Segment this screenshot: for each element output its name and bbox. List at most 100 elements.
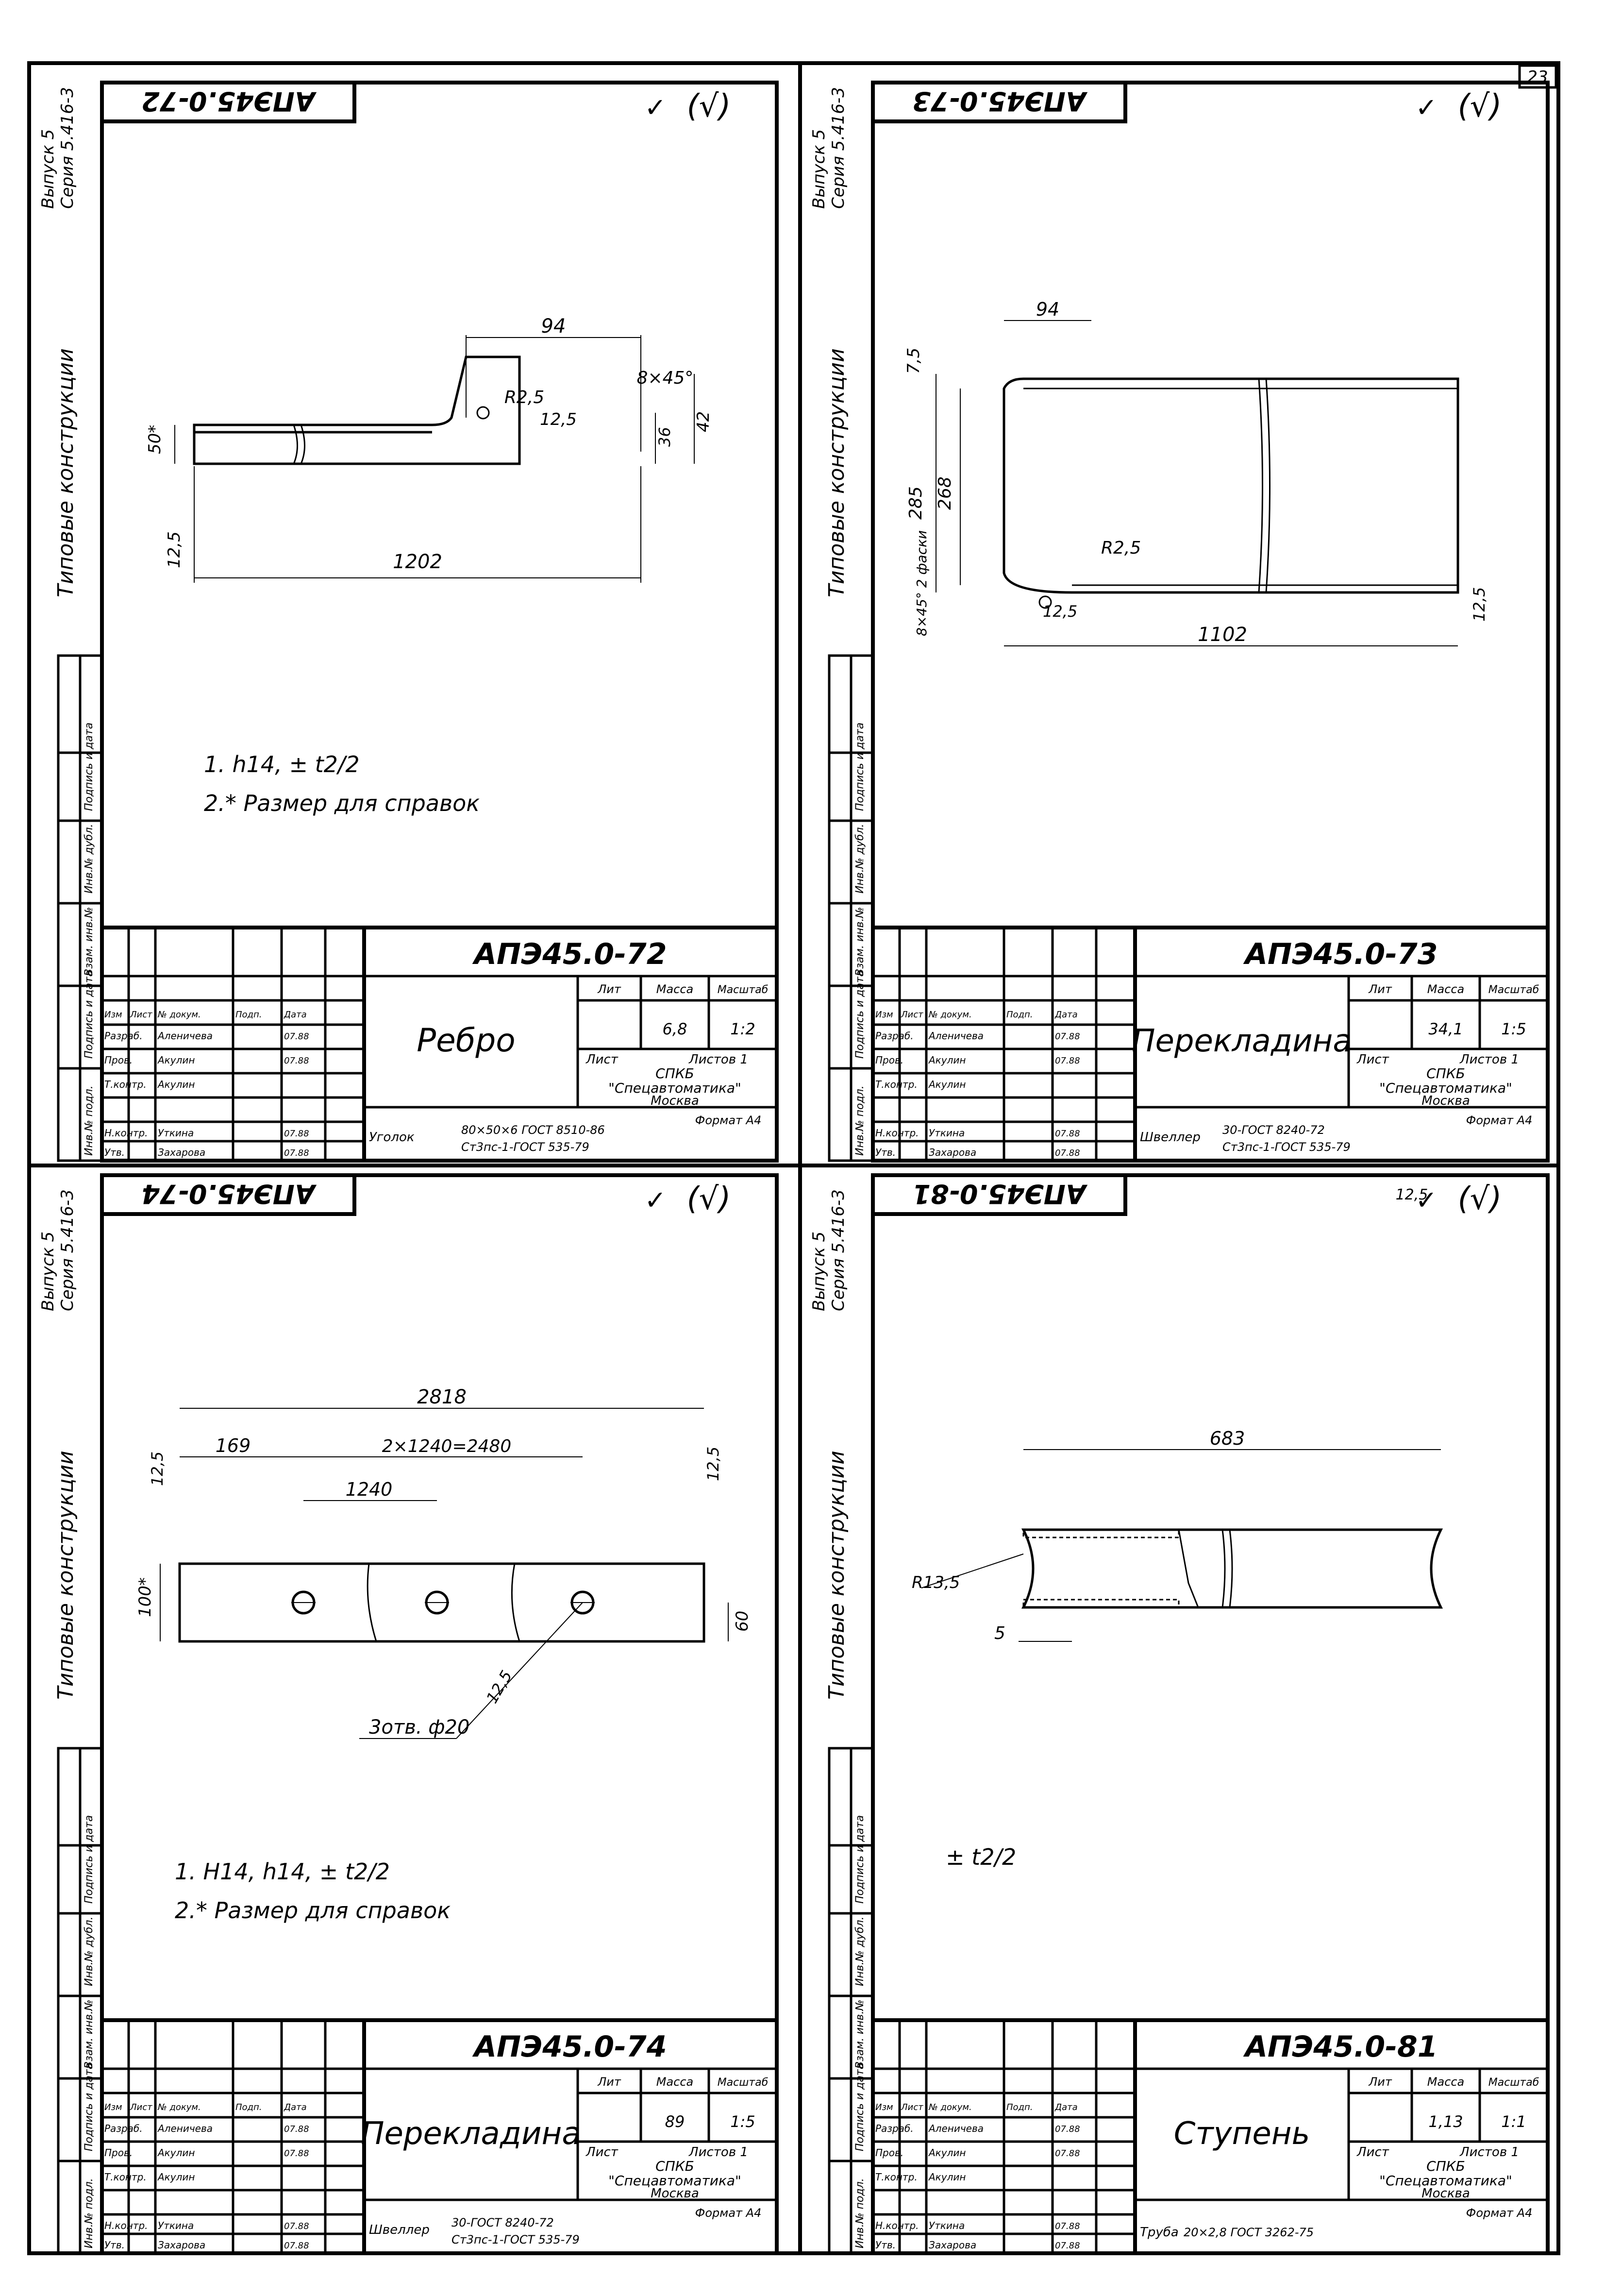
svg-text:12,5: 12,5 [540, 410, 577, 429]
svg-text:94: 94 [1036, 299, 1059, 320]
svg-text:2818: 2818 [417, 1386, 467, 1408]
svg-text:Т.контр.: Т.контр. [875, 2171, 918, 2183]
svg-text:R13,5: R13,5 [912, 1573, 960, 1592]
svg-text:Изм: Изм [875, 1010, 893, 1020]
part-name: Ребро [417, 1022, 515, 1059]
svg-text:Масштаб: Масштаб [1488, 984, 1539, 996]
svg-text:07.88: 07.88 [1055, 1056, 1080, 1066]
svg-text:07.88: 07.88 [284, 1148, 309, 1158]
svg-text:СПКБ: СПКБ [655, 1065, 694, 1081]
part-drawing: 94 7,5 285 268 R2,5 12,5 8×45° 2 фаски 1… [904, 299, 1488, 646]
svg-text:Масса: Масса [656, 982, 694, 996]
part-name: Ступень [1174, 2116, 1310, 2152]
svg-text:Формат А4: Формат А4 [1466, 2206, 1533, 2220]
svg-text:12,5: 12,5 [704, 1447, 722, 1481]
svg-text:СПКБ: СПКБ [1426, 1065, 1465, 1081]
svg-text:Разраб.: Разраб. [104, 2123, 143, 2134]
mirrored-designation: АПЭ45.0-73 [912, 86, 1087, 117]
svg-text:169: 169 [216, 1435, 251, 1456]
svg-text:Уткина: Уткина [929, 2220, 965, 2231]
svg-text:"Спецавтоматика": "Спецавтоматика" [1379, 2173, 1512, 2189]
svg-text:07.88: 07.88 [284, 1031, 309, 1042]
svg-text:№ докум.: № докум. [157, 2102, 201, 2112]
side-issue: Выпуск 5 [809, 1232, 829, 1311]
svg-text:07.88: 07.88 [284, 2241, 309, 2251]
left-margin-boxes [57, 1747, 103, 2255]
material-prefix: Труба [1140, 2225, 1179, 2240]
svg-text:Инв.№ дубл.: Инв.№ дубл. [83, 824, 95, 894]
svg-text:Масса: Масса [1427, 2075, 1465, 2089]
sheet-apz45-74: АПЭ45.0-74 (√) ✓ Серия 5.416-3 Выпуск 5 … [38, 1173, 779, 2255]
sheet-inner-frame [100, 1173, 779, 2255]
sheet-inner-frame [871, 1173, 1550, 2255]
svg-text:Формат А4: Формат А4 [695, 1114, 762, 1127]
svg-text:Т.контр.: Т.контр. [104, 2171, 147, 2183]
svg-text:Лист: Лист [585, 1052, 619, 1067]
svg-text:Подп.: Подп. [235, 2102, 262, 2112]
svg-text:Изм: Изм [104, 1010, 122, 1020]
svg-text:Утв.: Утв. [104, 1147, 125, 1158]
svg-text:Н.контр.: Н.контр. [104, 2220, 148, 2231]
svg-text:Пров.: Пров. [875, 1054, 903, 1066]
svg-text:Подпись и дата: Подпись и дата [83, 723, 95, 811]
svg-text:12,5: 12,5 [483, 1667, 516, 1706]
side-issue: Выпуск 5 [38, 1232, 58, 1311]
svg-text:Н.контр.: Н.контр. [875, 1127, 919, 1139]
svg-text:Разраб.: Разраб. [875, 2123, 914, 2134]
side-title: Типовые конструкции [824, 348, 849, 597]
svg-text:12,5: 12,5 [165, 531, 184, 568]
svg-text:Москва: Москва [651, 1094, 699, 1108]
svg-text:Акулин: Акулин [928, 1079, 966, 1090]
part-name: Перекладина [1132, 1023, 1352, 1059]
svg-text:R2,5: R2,5 [1101, 538, 1141, 558]
svg-text:100*: 100* [135, 1577, 155, 1617]
svg-text:"Спецавтоматика": "Спецавтоматика" [608, 2173, 741, 2189]
scale: 1:2 [730, 1020, 755, 1038]
svg-text:Акулин: Акулин [928, 2147, 966, 2159]
material-prefix: Уголок [369, 1130, 415, 1145]
svg-text:07.88: 07.88 [284, 1056, 309, 1066]
svg-text:Подпись и дата: Подпись и дата [854, 970, 866, 1059]
svg-text:Дата: Дата [284, 2102, 307, 2112]
svg-text:Масштаб: Масштаб [718, 2077, 769, 2089]
svg-text:Захарова: Захарова [929, 2239, 976, 2251]
svg-text:Инв.№ подл.: Инв.№ подл. [854, 1085, 866, 1156]
svg-text:Взам. инв.№: Взам. инв.№ [83, 2000, 95, 2069]
mirrored-stamp: АПЭ45.0-72 [100, 81, 356, 123]
designation: АПЭ45.0-74 [472, 2030, 667, 2064]
svg-text:Т.контр.: Т.контр. [875, 1079, 918, 1090]
svg-text:Москва: Москва [1421, 2186, 1470, 2201]
surface-mark: (√) [687, 1181, 731, 1217]
svg-text:Лист: Лист [1356, 2145, 1389, 2160]
material-top: 30-ГОСТ 8240-72 [451, 2216, 554, 2229]
svg-text:07.88: 07.88 [1055, 2124, 1080, 2134]
svg-text:42: 42 [694, 411, 713, 432]
svg-text:07.88: 07.88 [1055, 1148, 1080, 1158]
note-1: 1. H14, h14, ± t2/2 [175, 1858, 390, 1885]
svg-text:5: 5 [994, 1623, 1005, 1643]
svg-text:Н.контр.: Н.контр. [875, 2220, 919, 2231]
svg-text:СПКБ: СПКБ [1426, 2158, 1465, 2174]
svg-text:№ докум.: № докум. [928, 2102, 972, 2112]
svg-text:12,5: 12,5 [1043, 602, 1077, 621]
svg-text:Захарова: Захарова [929, 1147, 976, 1158]
surface-mark: (√) [1458, 1181, 1502, 1217]
svg-text:Захарова: Захарова [158, 2239, 205, 2251]
svg-text:Акулин: Акулин [928, 1054, 966, 1066]
svg-text:Изм: Изм [875, 2102, 893, 2112]
svg-text:Подп.: Подп. [1006, 2102, 1033, 2112]
svg-text:Уткина: Уткина [158, 2220, 194, 2231]
svg-text:Лит: Лит [1368, 2075, 1392, 2089]
left-margin-boxes [828, 1747, 874, 2255]
scale: 1:1 [1501, 2112, 1526, 2131]
title-block: АПЭ45.0-81 Ступень 1,13 1:1 Лит Масса Ма… [871, 2018, 1550, 2255]
svg-text:Листов 1: Листов 1 [688, 2145, 748, 2160]
svg-text:2×1240=2480: 2×1240=2480 [382, 1436, 511, 1456]
svg-text:268: 268 [935, 476, 955, 510]
side-series: Серия 5.416-3 [829, 1189, 848, 1311]
part-drawing: 94 8×45° R2,5 12,5 50* 42 36 12,5 1202 [145, 315, 713, 583]
svg-text:Пров.: Пров. [875, 2147, 903, 2159]
svg-text:Лист: Лист [130, 1010, 152, 1020]
mass: 6,8 [663, 1020, 687, 1038]
svg-text:Инв.№ дубл.: Инв.№ дубл. [854, 824, 866, 894]
